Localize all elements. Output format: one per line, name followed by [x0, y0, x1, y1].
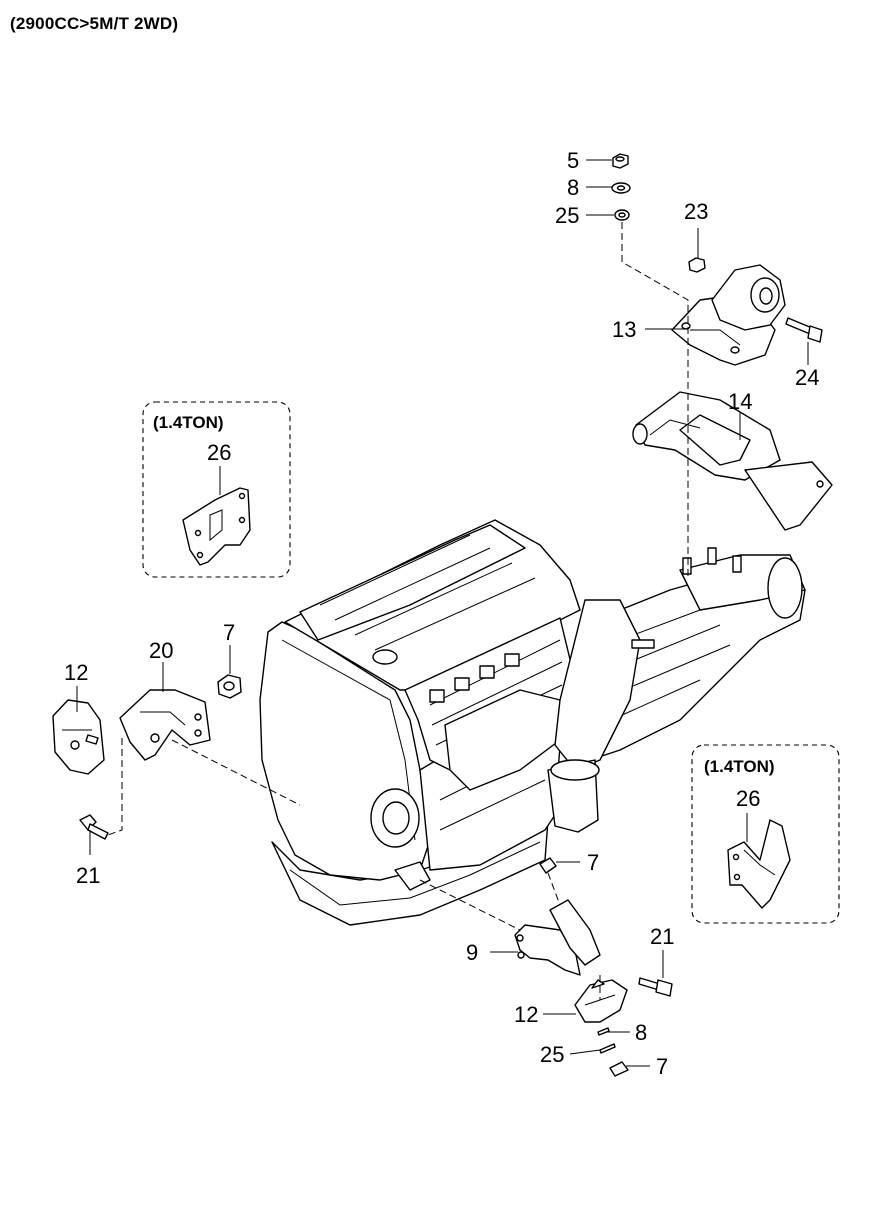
rear-mount-part-13-icon: [671, 264, 786, 366]
bracket-part-26-upper-icon: [182, 487, 251, 566]
callout-21-right: 21: [650, 924, 674, 949]
nut-part-5-icon: [612, 153, 629, 169]
callout-9: 9: [466, 940, 478, 965]
washer-part-25-icon: [614, 209, 630, 221]
callout-5: 5: [567, 148, 579, 173]
variant-box-upper-left: (1.4TON) 26: [142, 401, 291, 578]
leader-lines: [76, 159, 809, 1067]
variant-box-frame: [142, 401, 291, 578]
callout-24: 24: [795, 365, 819, 390]
transmission-assembly: [547, 547, 806, 833]
insulator-part-12-bottom-icon: [574, 979, 628, 1023]
callout-labels: 5 8 25 23 13 24 14 7 20 12 21 7 9 21 12 …: [64, 148, 819, 1079]
variant-box-frame: [691, 744, 840, 924]
crossmember-part-14-icon: [632, 391, 833, 531]
variant-part-label: 26: [207, 440, 231, 465]
nut-part-23-icon: [688, 257, 706, 273]
engine-assembly: [259, 519, 581, 926]
engine-mount-bracket-part-20-icon: [119, 689, 211, 761]
callout-21-left: 21: [76, 863, 100, 888]
callout-20: 20: [149, 638, 173, 663]
bolt-part-24-icon: [785, 317, 823, 343]
callout-14: 14: [728, 389, 752, 414]
bolt-part-21-right-icon: [638, 977, 673, 997]
callout-25-top: 25: [555, 203, 579, 228]
washer-part-8-bottom-icon: [597, 1027, 610, 1036]
variant-box-lower-right: (1.4TON) 26: [691, 744, 840, 924]
callout-8-top: 8: [567, 175, 579, 200]
washer-part-25-bottom-icon: [599, 1043, 616, 1054]
callout-23: 23: [684, 199, 708, 224]
callout-8-bottom: 8: [635, 1020, 647, 1045]
variant-tag: (1.4TON): [153, 413, 224, 432]
callout-7-mid: 7: [587, 850, 599, 875]
bracket-part-26-lower-icon: [727, 819, 791, 909]
callout-12-bottom: 12: [514, 1002, 538, 1027]
bracket-part-9-icon: [514, 899, 601, 976]
nut-part-7-mid-icon: [539, 857, 557, 874]
nut-part-7-bottom-icon: [609, 1061, 629, 1077]
callout-12-left: 12: [64, 660, 88, 685]
assembly-dash-lines: [104, 222, 689, 1000]
insulator-part-12-left-icon: [52, 699, 105, 775]
callout-13: 13: [612, 317, 636, 342]
callout-25-bottom: 25: [540, 1042, 564, 1067]
diagram-title: (2900CC>5M/T 2WD): [10, 14, 179, 33]
callout-7-left: 7: [223, 620, 235, 645]
variant-tag: (1.4TON): [704, 757, 775, 776]
washer-part-8-icon: [611, 182, 631, 194]
nut-part-7-left-icon: [217, 674, 242, 699]
variant-part-label: 26: [736, 786, 760, 811]
bolt-part-21-left-icon: [79, 814, 109, 840]
callout-7-bottom: 7: [656, 1054, 668, 1079]
